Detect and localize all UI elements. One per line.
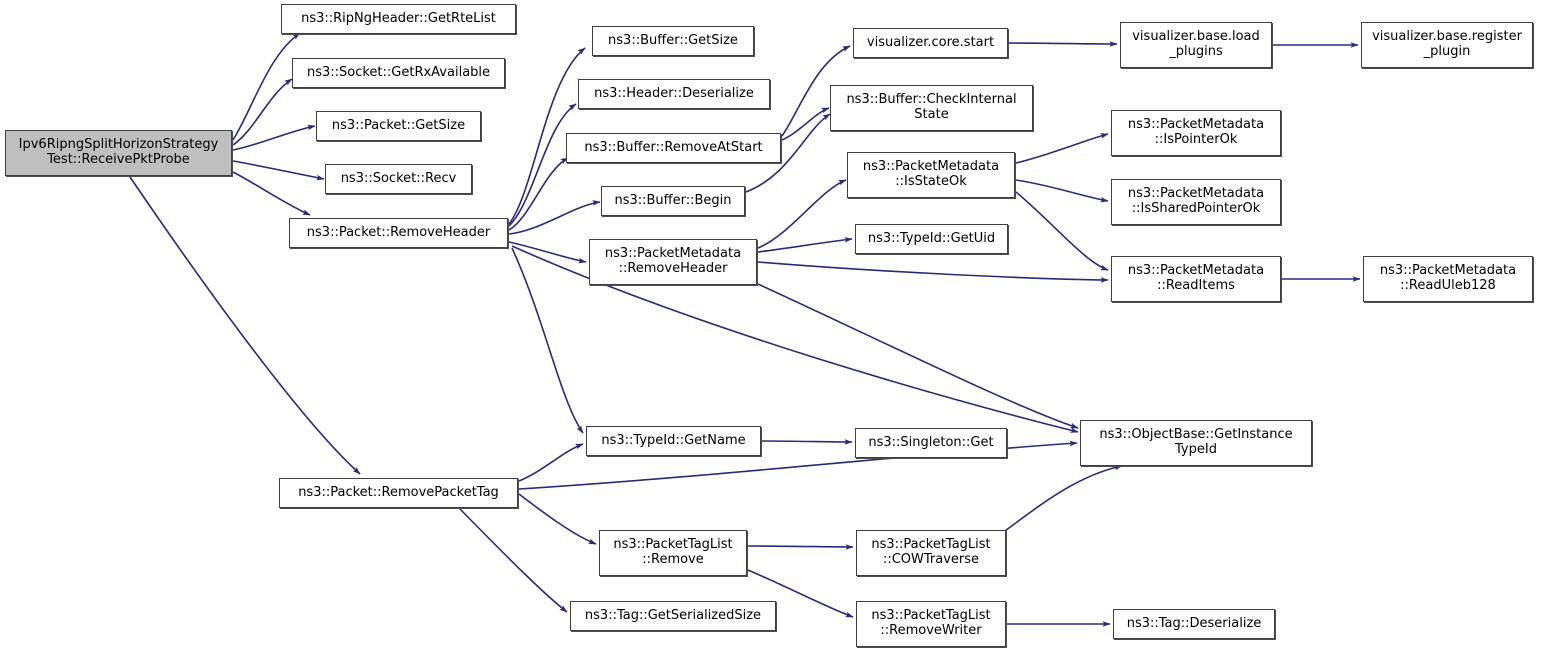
graph-node-hdrdeser[interactable]: ns3::Header::Deserialize: [578, 79, 770, 109]
call-edge: [129, 176, 361, 475]
graph-node-label: ns3::PacketTagList ::Remove: [613, 537, 733, 567]
graph-node-vizregister[interactable]: visualizer.base.register _plugin: [1361, 22, 1533, 68]
graph-node-label: ns3::TypeId::GetName: [601, 432, 746, 448]
graph-node-label: ns3::PacketMetadata ::IsSharedPointerOk: [1127, 186, 1265, 216]
call-edge: [518, 440, 1078, 490]
call-edge: [508, 200, 601, 235]
call-edge: [518, 443, 584, 482]
graph-node-objbase[interactable]: ns3::ObjectBase::GetInstance TypeId: [1080, 420, 1312, 466]
call-edge: [232, 160, 325, 181]
graph-node-pmispointer[interactable]: ns3::PacketMetadata ::IsPointerOk: [1111, 110, 1281, 156]
call-edge: [757, 261, 1109, 283]
call-edge: [508, 103, 577, 227]
graph-node-label: visualizer.core.start: [866, 34, 995, 50]
graph-node-label: ns3::PacketMetadata ::IsStateOk: [862, 159, 1000, 189]
graph-node-label: ns3::PacketMetadata ::ReadUleb128: [1379, 263, 1517, 293]
graph-node-tagdeser[interactable]: ns3::Tag::Deserialize: [1113, 609, 1275, 639]
graph-node-label: ns3::PacketTagList ::COWTraverse: [871, 537, 991, 567]
graph-node-label: ns3::Buffer::Begin: [614, 192, 732, 208]
graph-node-pmreaditems[interactable]: ns3::PacketMetadata ::ReadItems: [1111, 256, 1281, 302]
graph-node-vizload[interactable]: visualizer.base.load _plugins: [1120, 22, 1272, 68]
graph-node-pmisstate[interactable]: ns3::PacketMetadata ::IsStateOk: [847, 152, 1015, 198]
graph-node-ptlremwriter[interactable]: ns3::PacketTagList ::RemoveWriter: [856, 601, 1006, 647]
call-edge: [232, 32, 301, 141]
graph-node-label: ns3::PacketMetadata ::ReadItems: [1127, 263, 1265, 293]
graph-node-label: ns3::Tag::GetSerializedSize: [584, 607, 762, 623]
graph-node-getrxavail[interactable]: ns3::Socket::GetRxAvailable: [292, 58, 505, 88]
call-edge: [232, 171, 311, 216]
graph-node-label: visualizer.base.load _plugins: [1132, 29, 1260, 59]
graph-node-label: visualizer.base.register _plugin: [1372, 29, 1522, 59]
graph-node-label: ns3::Singleton::Get: [868, 434, 994, 450]
call-edge: [747, 544, 854, 550]
graph-node-label: ns3::ObjectBase::GetInstance TypeId: [1099, 427, 1293, 457]
call-edge: [1015, 179, 1109, 203]
graph-node-rtelist[interactable]: ns3::RipNgHeader::GetRteList: [281, 4, 516, 34]
graph-node-label: Ipv6RipngSplitHorizonStrategy Test::Rece…: [18, 137, 219, 167]
graph-node-label: ns3::Packet::RemovePacketTag: [298, 484, 499, 500]
graph-node-pktremhdr[interactable]: ns3::Packet::RemoveHeader: [289, 218, 508, 248]
call-edge: [747, 569, 854, 618]
graph-node-label: ns3::Tag::Deserialize: [1126, 615, 1262, 631]
graph-node-label: ns3::Buffer::GetSize: [608, 32, 738, 48]
call-edge: [232, 124, 316, 151]
call-edge: [781, 107, 830, 141]
call-edge: [459, 508, 568, 613]
graph-node-bufgetsize[interactable]: ns3::Buffer::GetSize: [592, 26, 754, 56]
graph-node-sockrecv[interactable]: ns3::Socket::Recv: [325, 164, 472, 194]
call-edge: [511, 247, 584, 434]
call-edge: [745, 113, 831, 193]
graph-node-bufcheck[interactable]: ns3::Buffer::CheckInternal State: [830, 85, 1033, 131]
call-edge: [1015, 133, 1109, 164]
call-edge: [1004, 464, 1123, 532]
graph-node-label: ns3::Socket::Recv: [340, 170, 457, 186]
graph-node-label: ns3::Buffer::RemoveAtStart: [584, 139, 763, 155]
graph-node-pmreaduleb[interactable]: ns3::PacketMetadata ::ReadUleb128: [1363, 256, 1533, 302]
graph-node-ptlcow[interactable]: ns3::PacketTagList ::COWTraverse: [856, 530, 1006, 576]
graph-node-tidgetuid[interactable]: ns3::TypeId::GetUid: [855, 224, 1008, 254]
call-edge: [508, 157, 569, 231]
call-edge: [761, 439, 853, 445]
call-edge: [757, 237, 853, 253]
call-edge: [757, 179, 847, 249]
graph-node-label: ns3::Buffer::CheckInternal State: [846, 92, 1017, 122]
graph-node-label: ns3::TypeId::GetUid: [867, 230, 996, 246]
call-edge: [781, 45, 851, 137]
graph-node-label: ns3::Header::Deserialize: [594, 85, 754, 101]
graph-node-pktrempkttag[interactable]: ns3::Packet::RemovePacketTag: [279, 478, 518, 508]
graph-node-tidgetname[interactable]: ns3::TypeId::GetName: [586, 426, 761, 456]
graph-node-label: ns3::Packet::RemoveHeader: [306, 224, 491, 240]
graph-node-root[interactable]: Ipv6RipngSplitHorizonStrategy Test::Rece…: [5, 130, 232, 176]
graph-node-ptlremove[interactable]: ns3::PacketTagList ::Remove: [599, 530, 747, 576]
call-edge: [1008, 41, 1118, 47]
graph-node-bufbegin[interactable]: ns3::Buffer::Begin: [601, 186, 745, 216]
graph-node-label: ns3::PacketMetadata ::IsPointerOk: [1127, 117, 1265, 147]
call-edge: [518, 493, 597, 545]
graph-node-label: ns3::Packet::GetSize: [331, 117, 466, 133]
graph-node-label: ns3::RipNgHeader::GetRteList: [301, 10, 496, 26]
call-edge: [232, 78, 293, 146]
graph-node-label: ns3::PacketTagList ::RemoveWriter: [871, 608, 991, 638]
graph-node-tagsersize[interactable]: ns3::Tag::GetSerializedSize: [570, 601, 776, 631]
call-edge: [1015, 191, 1109, 271]
graph-node-label: ns3::PacketMetadata ::RemoveHeader: [604, 246, 742, 276]
graph-node-pktgetsize[interactable]: ns3::Packet::GetSize: [316, 111, 481, 141]
graph-node-pmremhdr[interactable]: ns3::PacketMetadata ::RemoveHeader: [589, 239, 757, 285]
graph-node-vizstart[interactable]: visualizer.core.start: [853, 28, 1008, 58]
graph-node-bufremstart[interactable]: ns3::Buffer::RemoveAtStart: [566, 133, 781, 163]
call-edge: [508, 47, 586, 225]
graph-node-singleton[interactable]: ns3::Singleton::Get: [855, 428, 1007, 458]
call-edge: [508, 241, 587, 264]
graph-node-pmissharedptr[interactable]: ns3::PacketMetadata ::IsSharedPointerOk: [1111, 179, 1281, 225]
call-edge: [757, 283, 1079, 429]
graph-node-label: ns3::Socket::GetRxAvailable: [306, 64, 491, 80]
